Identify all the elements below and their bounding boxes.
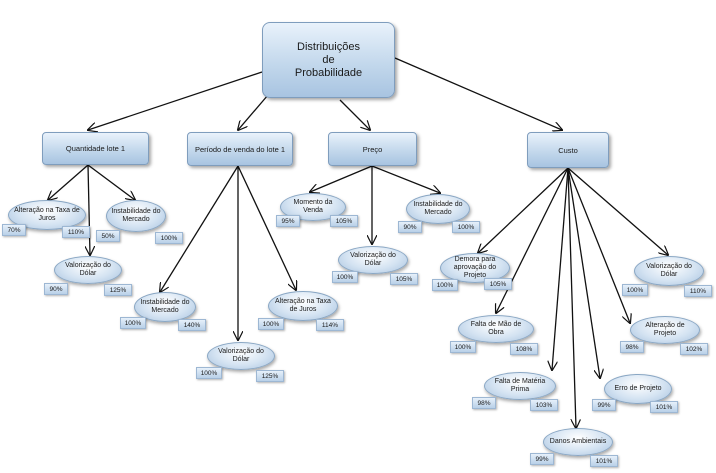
leaf-high-pct: 110%	[684, 285, 712, 297]
leaf-high-pct: 105%	[484, 278, 512, 290]
leaf-high-pct: 125%	[104, 284, 132, 296]
leaf-high-pct: 108%	[510, 343, 538, 355]
leaf-instabilidade-mercado: Instabilidade do Mercado	[134, 292, 196, 322]
leaf-low-pct: 50%	[96, 230, 120, 242]
leaf-low-pct: 100%	[120, 317, 146, 329]
edge-root-preco	[339, 99, 370, 130]
edge-custo-demora	[478, 167, 569, 253]
root-node: Distribuições de Probabilidade	[262, 22, 395, 98]
leaf-alteracao-de-projeto: Alteração de Projeto	[630, 316, 700, 344]
category-quantidade-lote-1: Quantidade lote 1	[42, 132, 149, 165]
edge-custo-mao	[496, 167, 569, 313]
leaf-high-pct: 140%	[178, 319, 206, 331]
edge-custo-danos	[567, 167, 576, 428]
leaf-high-pct: 110%	[62, 226, 90, 238]
leaf-low-pct: 90%	[398, 221, 422, 233]
leaf-falta-materia-prima: Falta de Matéria Prima	[484, 372, 556, 400]
leaf-low-pct: 100%	[332, 271, 358, 283]
leaf-low-pct: 100%	[258, 318, 284, 330]
leaf-low-pct: 98%	[472, 397, 496, 409]
edge-quantidade-dolar	[88, 164, 90, 255]
leaf-low-pct: 100%	[196, 367, 222, 379]
leaf-high-pct: 105%	[390, 273, 418, 285]
leaf-high-pct: 102%	[680, 343, 708, 355]
edge-root-quantidade	[88, 71, 263, 130]
edge-custo-materia	[552, 167, 569, 370]
edge-quantidade-instab	[87, 164, 135, 200]
category-preco: Preço	[328, 132, 417, 166]
leaf-alteracao-taxa-juros: Alteração na Taxa de Juros	[8, 200, 86, 230]
leaf-low-pct: 70%	[2, 224, 26, 236]
leaf-valorizacao-dolar: Valorização do Dólar	[54, 256, 122, 284]
leaf-low-pct: 98%	[620, 341, 644, 353]
leaf-valorizacao-dolar: Valorização do Dólar	[338, 246, 408, 274]
edge-root-custo	[394, 57, 562, 130]
leaf-high-pct: 103%	[530, 399, 558, 411]
leaf-low-pct: 99%	[592, 399, 616, 411]
edge-periodo-instab	[160, 165, 239, 292]
leaf-low-pct: 90%	[44, 283, 68, 295]
leaf-alteracao-taxa-juros: Alteração na Taxa de Juros	[268, 291, 338, 321]
leaf-low-pct: 100%	[432, 279, 458, 291]
edge-custo-erro	[567, 167, 600, 378]
edge-periodo-juros	[237, 165, 296, 290]
edge-preco-momento	[310, 165, 373, 192]
leaf-high-pct: 114%	[316, 319, 344, 331]
category-custo: Custo	[527, 132, 609, 168]
edge-preco-instab	[371, 165, 440, 193]
leaf-low-pct: 100%	[450, 341, 476, 353]
leaf-high-pct: 100%	[155, 232, 183, 244]
leaf-falta-mao-de-obra: Falta de Mão de Obra	[458, 315, 534, 343]
leaf-high-pct: 101%	[590, 455, 618, 467]
leaf-high-pct: 100%	[452, 221, 480, 233]
leaf-instabilidade-mercado: Instabilidade do Mercado	[406, 194, 470, 224]
edge-custo-alteracao	[567, 167, 630, 323]
leaf-instabilidade-mercado: Instabilidade do Mercado	[106, 200, 166, 232]
leaf-high-pct: 105%	[330, 215, 358, 227]
leaf-low-pct: 100%	[622, 284, 648, 296]
edge-custo-dolar	[567, 167, 668, 255]
edge-quantidade-juros	[48, 164, 89, 200]
leaf-low-pct: 99%	[530, 453, 554, 465]
leaf-low-pct: 95%	[276, 215, 300, 227]
leaf-valorizacao-dolar: Valorização do Dólar	[207, 342, 275, 370]
category-periodo-de-venda: Período de venda do lote 1	[187, 132, 293, 166]
leaf-high-pct: 125%	[256, 370, 284, 382]
edge-root-periodo	[238, 94, 269, 130]
leaf-danos-ambientais: Danos Ambientais	[543, 428, 613, 456]
leaf-valorizacao-dolar: Valorização do Dólar	[634, 256, 704, 286]
leaf-high-pct: 101%	[650, 401, 678, 413]
